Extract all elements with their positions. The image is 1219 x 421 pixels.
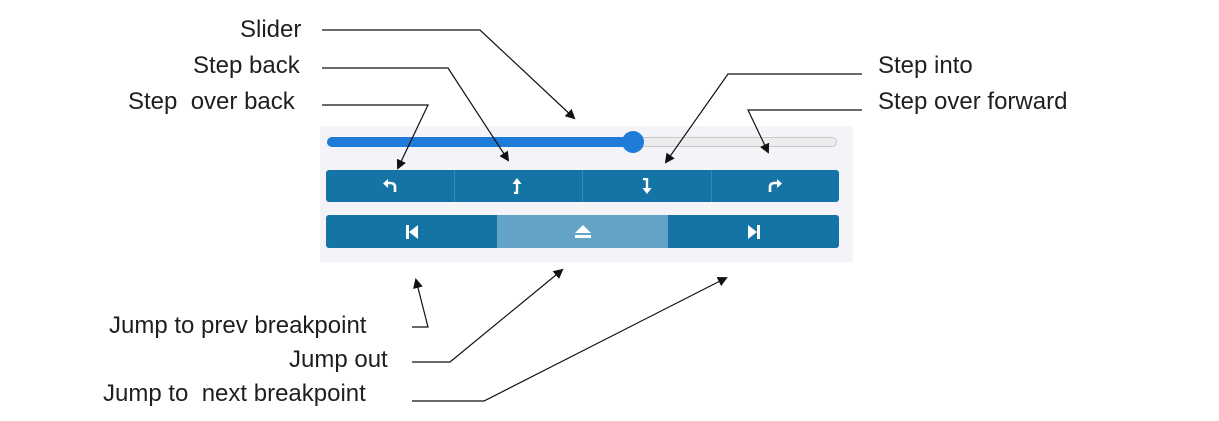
step-back-icon bbox=[512, 178, 524, 194]
jump-next-breakpoint-icon bbox=[747, 224, 760, 239]
step-over-back-icon bbox=[382, 179, 398, 193]
jump-buttons-row bbox=[326, 215, 839, 248]
arrow-step-over-forward bbox=[747, 109, 862, 154]
step-into-icon bbox=[641, 178, 653, 194]
arrow-step-back bbox=[322, 67, 510, 162]
jump-prev-breakpoint-button[interactable] bbox=[326, 215, 497, 248]
label-slider: Slider bbox=[240, 16, 302, 43]
step-back-button[interactable] bbox=[454, 170, 583, 202]
slider-fill bbox=[327, 137, 633, 147]
jump-next-breakpoint-button[interactable] bbox=[668, 215, 839, 248]
arrow-step-into bbox=[664, 73, 862, 164]
label-jump-out: Jump out bbox=[289, 346, 388, 373]
step-over-back-button[interactable] bbox=[326, 170, 455, 202]
jump-out-button[interactable] bbox=[497, 215, 668, 248]
label-jump-prev-breakpoint: Jump to prev breakpoint bbox=[109, 312, 367, 339]
label-jump-next-breakpoint: Jump to next breakpoint bbox=[103, 380, 366, 407]
label-step-back: Step back bbox=[193, 52, 300, 79]
step-over-forward-button[interactable] bbox=[711, 170, 839, 202]
label-step-into: Step into bbox=[878, 52, 973, 79]
arrow-jump-prev-breakpoint bbox=[412, 278, 429, 328]
step-over-forward-icon bbox=[767, 179, 783, 193]
step-buttons-row bbox=[326, 170, 839, 202]
step-into-button[interactable] bbox=[583, 170, 712, 202]
arrow-step-over-back bbox=[322, 104, 429, 170]
jump-out-icon bbox=[574, 225, 591, 238]
arrow-jump-next-breakpoint bbox=[412, 277, 728, 402]
jump-prev-breakpoint-icon bbox=[405, 224, 418, 239]
arrow-slider bbox=[322, 29, 576, 120]
label-step-over-forward: Step over forward bbox=[878, 88, 1068, 115]
slider-thumb[interactable] bbox=[622, 131, 644, 153]
label-step-over-back: Step over back bbox=[128, 88, 295, 115]
arrow-jump-out bbox=[412, 268, 564, 363]
